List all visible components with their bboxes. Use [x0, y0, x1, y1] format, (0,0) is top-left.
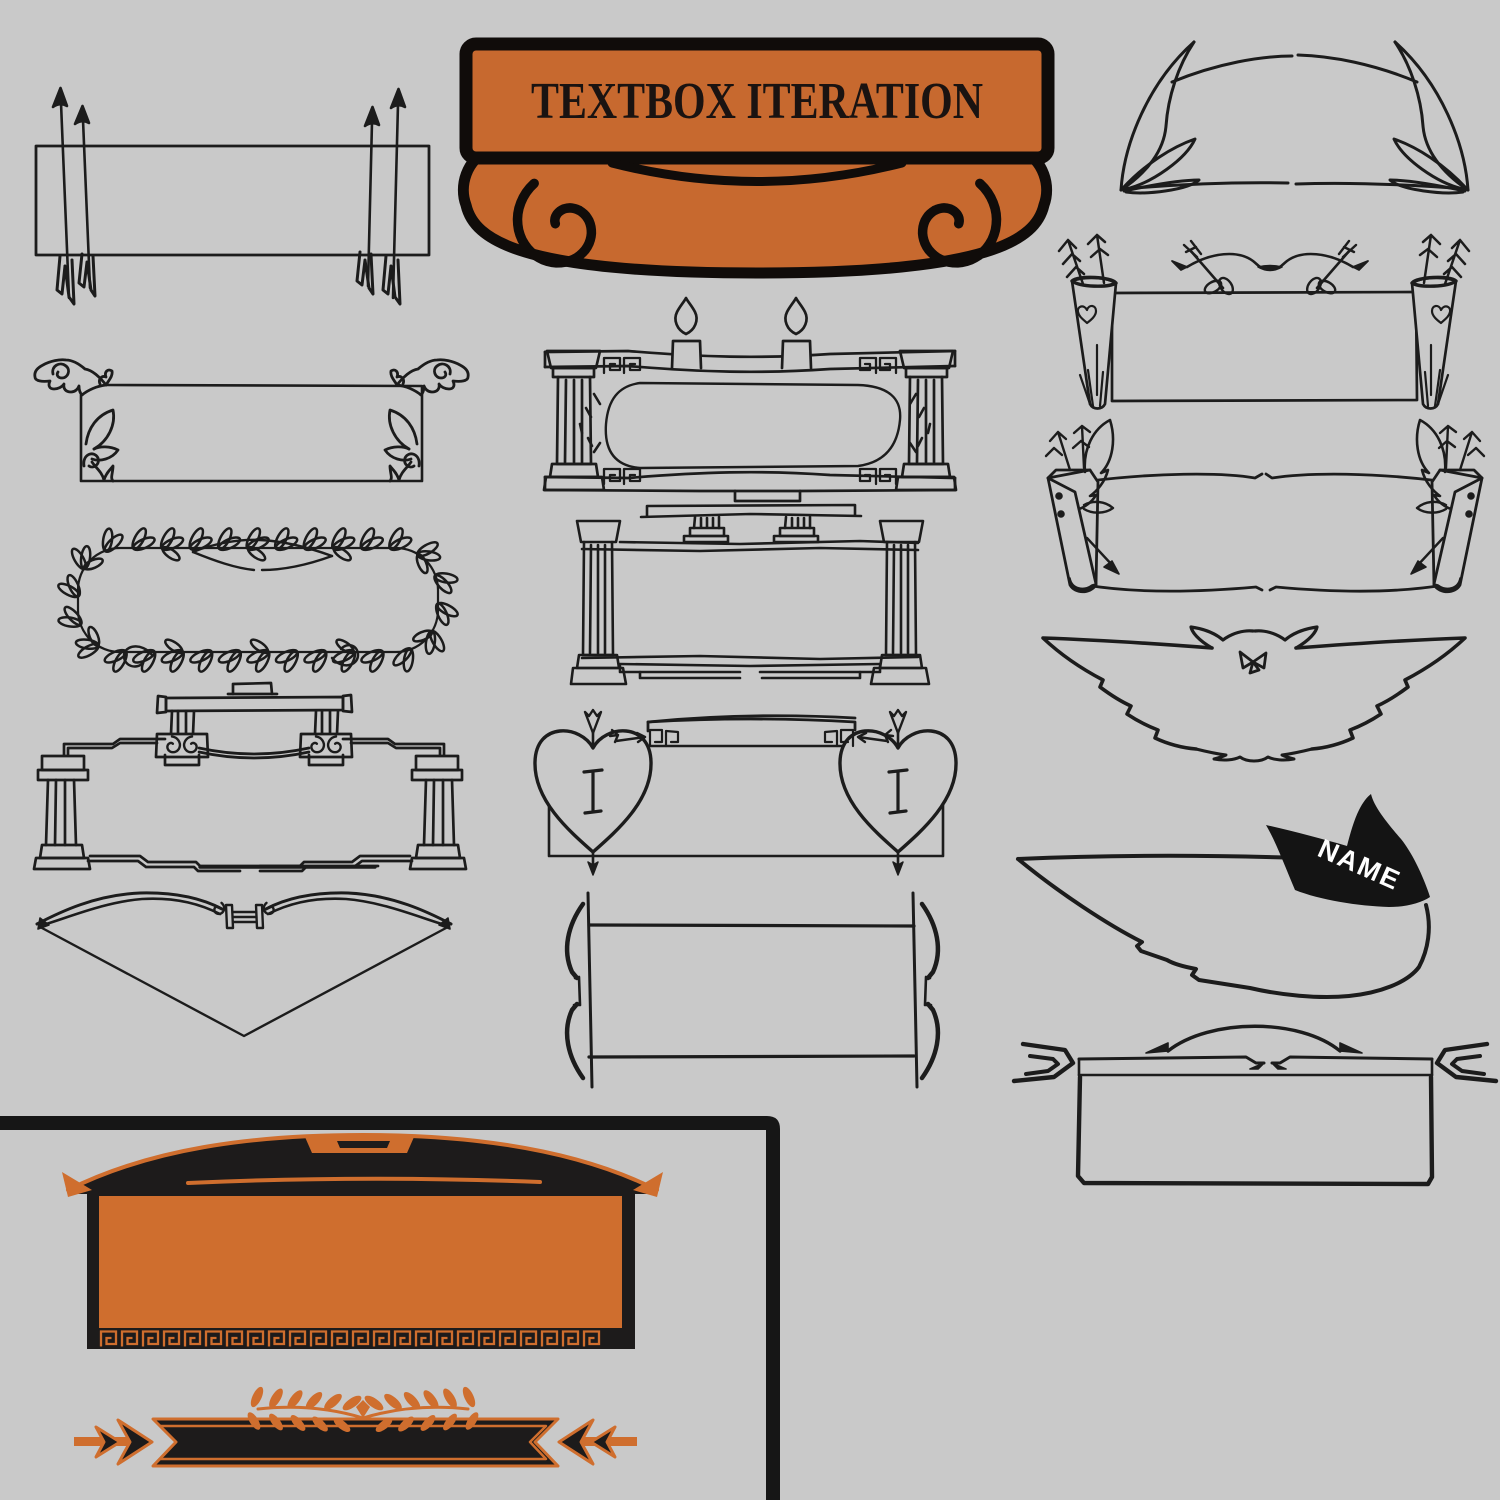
svg-text:TEXTBOX ITERATION: TEXTBOX ITERATION	[531, 73, 983, 130]
